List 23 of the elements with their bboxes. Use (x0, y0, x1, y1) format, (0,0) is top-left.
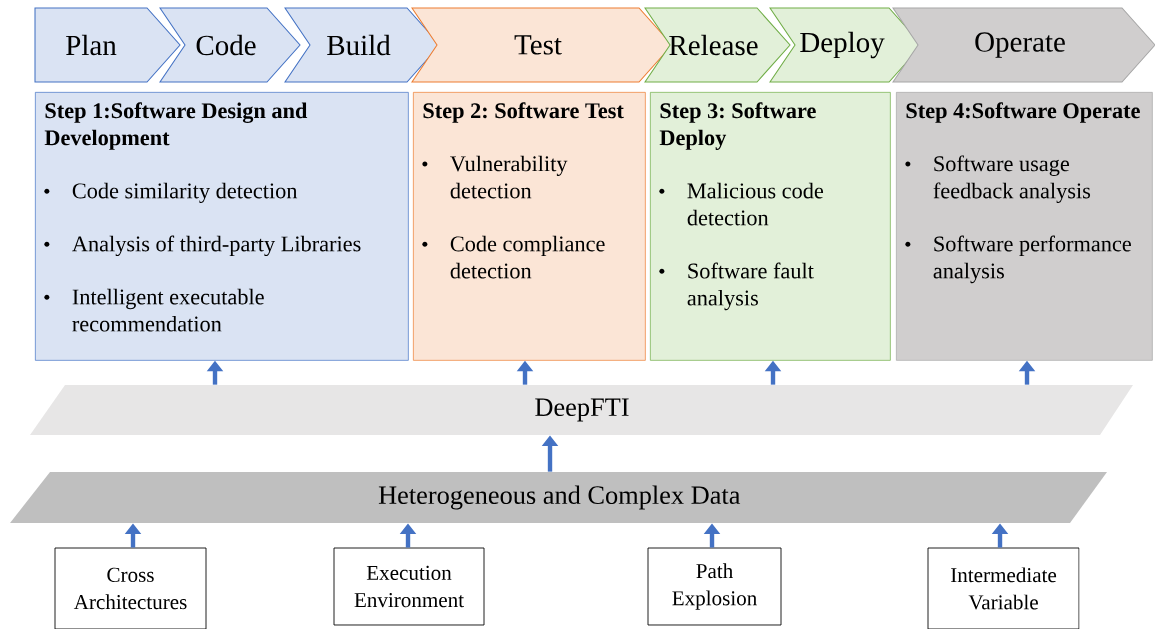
bullet-item: Analysis of third-party Libraries (44, 235, 361, 257)
bullet-item: Software fault analysis (659, 262, 814, 311)
bullet-item: Code compliance detection (422, 235, 605, 279)
heading-text: Step 2: Software Test (423, 102, 624, 123)
step-box (413, 92, 646, 361)
source-box: Intermediate Variable (927, 547, 1080, 629)
bullet-item: Software performance analysis (905, 235, 1131, 284)
bullet-item: Code similarity detection (44, 182, 298, 203)
step-box (35, 92, 409, 361)
heading-text: Step 1:Software Design and Development (44, 102, 308, 150)
step-box (650, 92, 891, 361)
step-box (896, 92, 1153, 361)
heading-text: Step 4:Software Operate (906, 102, 1140, 123)
bullet-item: Vulnerability detection (422, 155, 568, 199)
parallelogram-band: Heterogeneous and Complex Data (10, 472, 1107, 523)
source-box: Execution Environment (333, 547, 485, 626)
source-box: Path Explosion (647, 547, 782, 626)
bullet-item: Malicious code detection (659, 182, 824, 226)
parallelogram-band: DeepFTI (30, 385, 1133, 435)
source-box: Cross Architectures (54, 547, 207, 629)
bullet-item: Software usage feedback analysis (905, 155, 1091, 203)
bullet-item: Intelligent executable recommendation (44, 288, 264, 332)
heading-text: Step 3: Software Deploy (659, 102, 816, 150)
